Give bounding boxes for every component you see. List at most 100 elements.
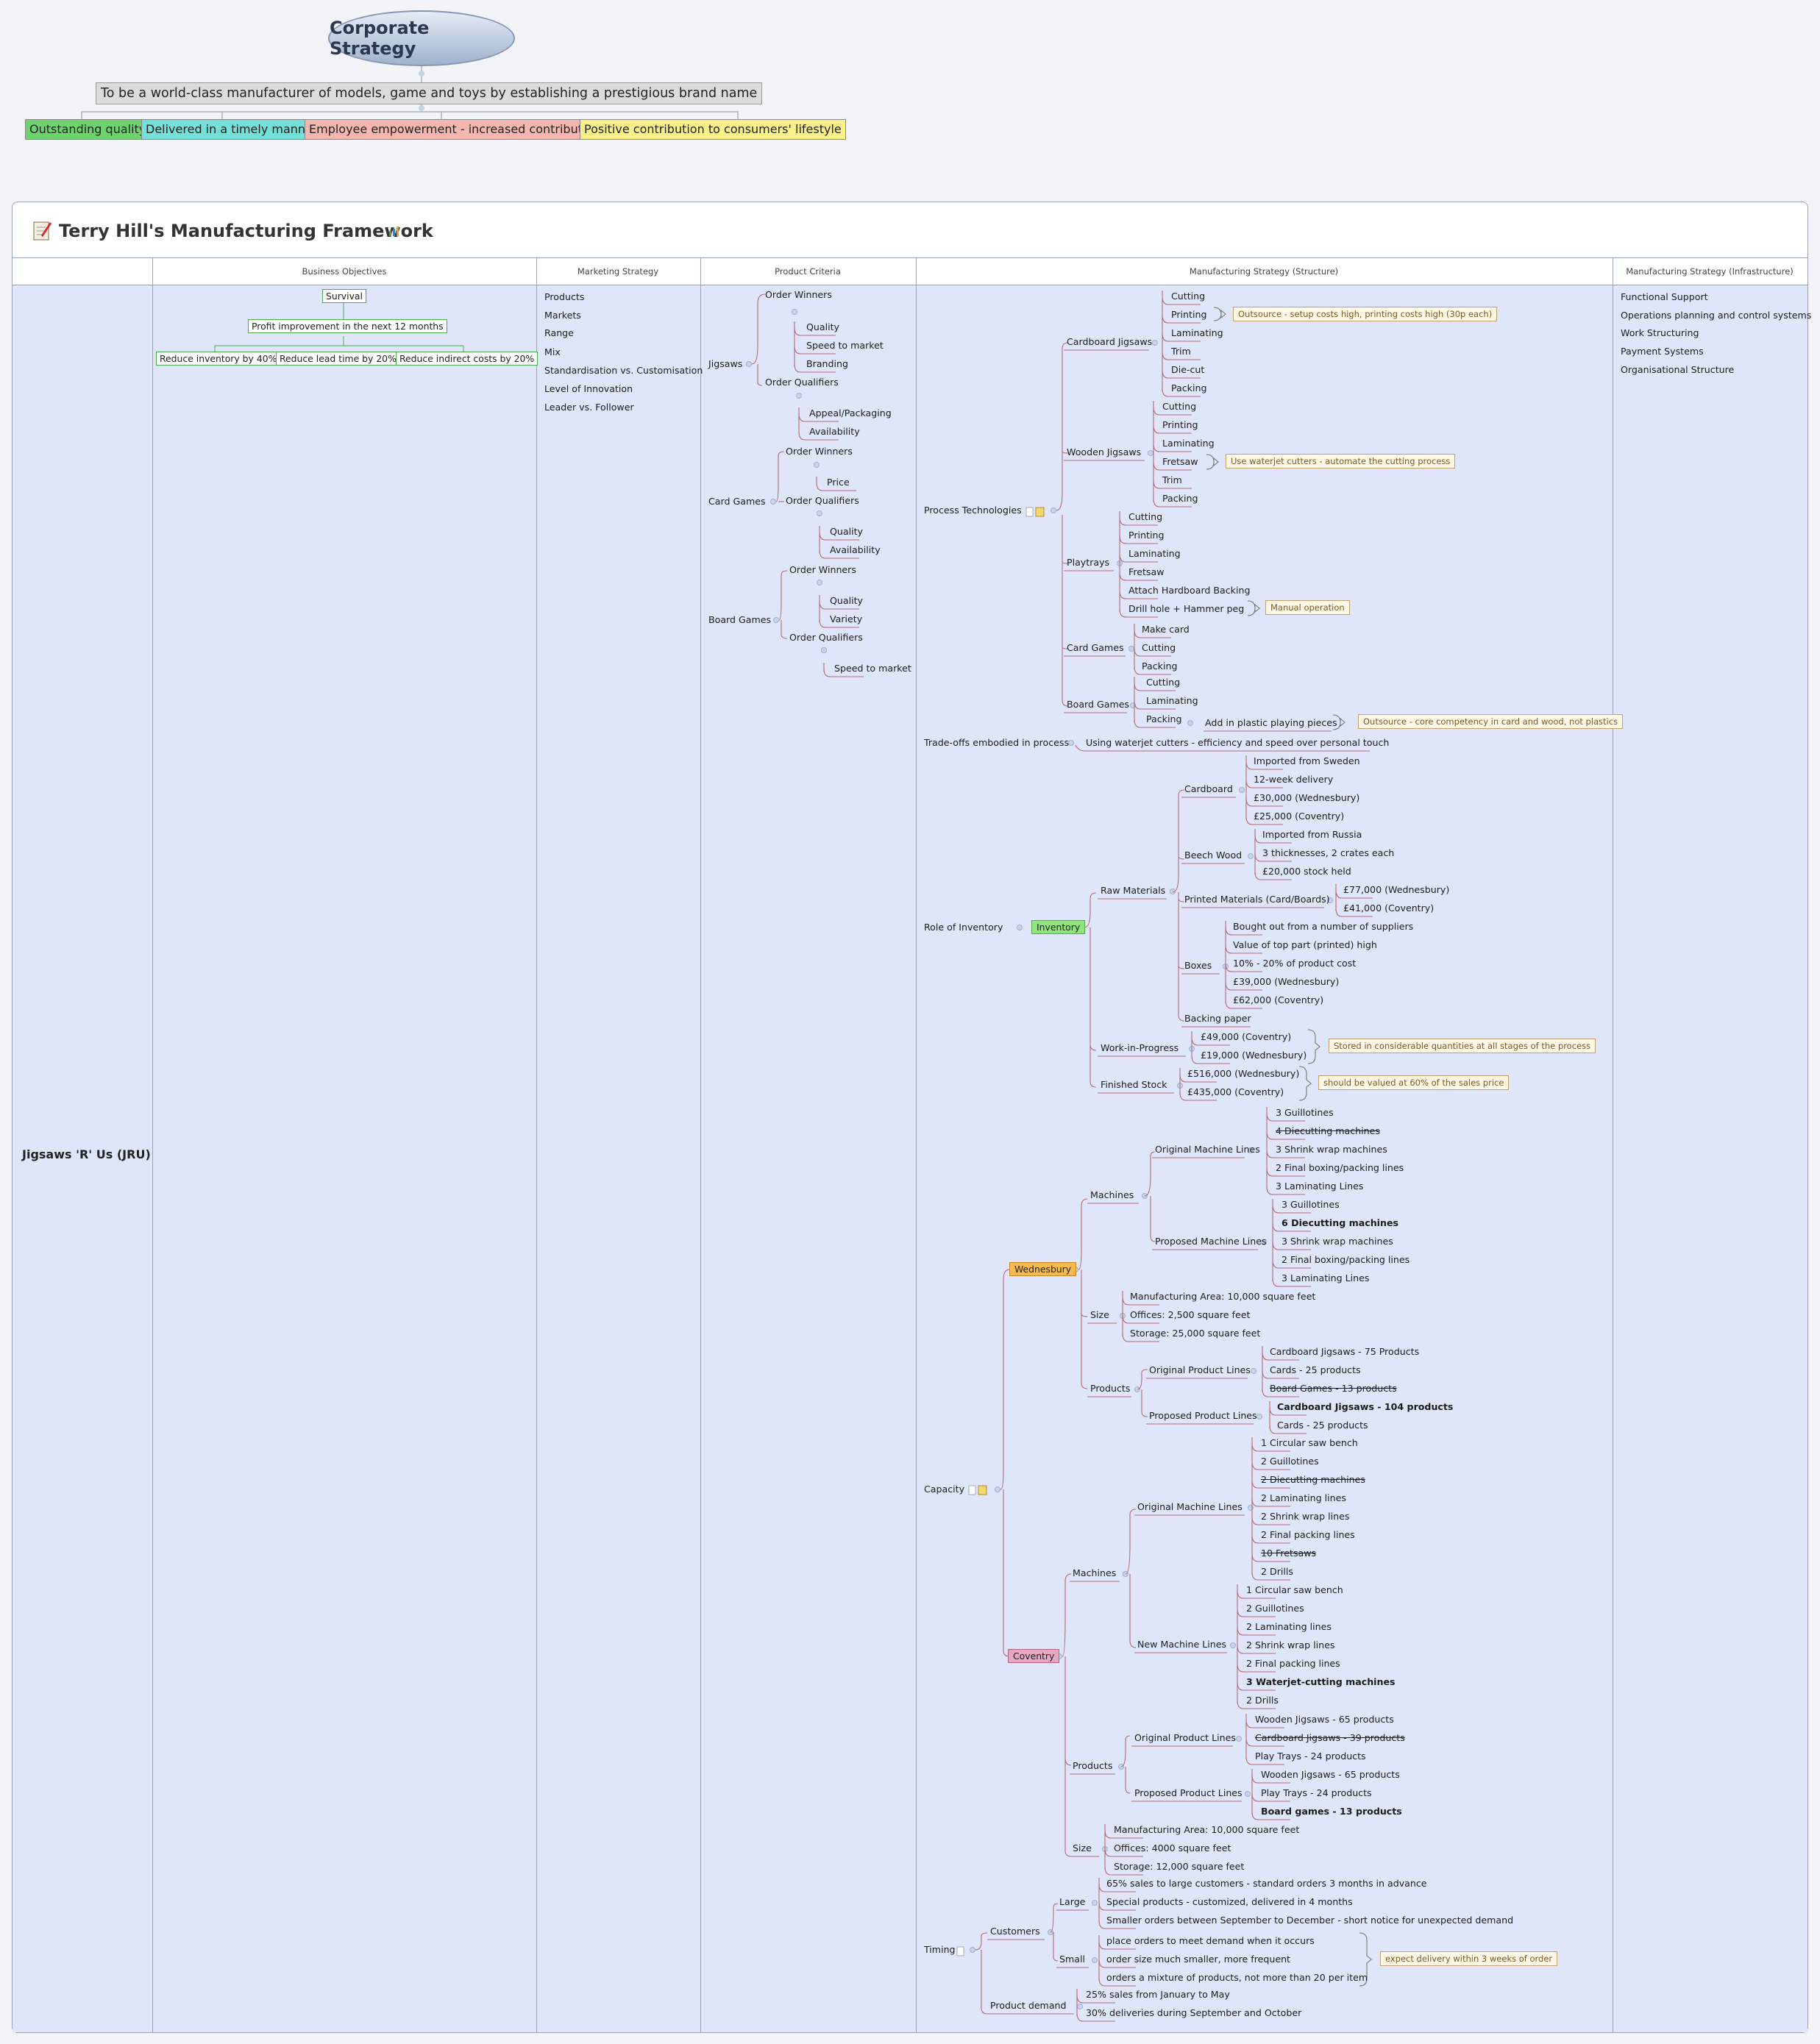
timing-node[interactable]: Timing (924, 1944, 956, 1955)
proposed-machine-lines-node[interactable]: Proposed Machine Lines (1155, 1236, 1267, 1247)
criteria-item[interactable]: Variety (830, 613, 863, 624)
outsource-note[interactable]: Outsource - setup costs high, printing c… (1233, 307, 1498, 321)
size-item[interactable]: Manufacturing Area: 10,000 square feet (1130, 1291, 1316, 1302)
inventory-item[interactable]: £516,000 (Wednesbury) (1187, 1068, 1300, 1079)
product-item[interactable]: Board Games - 13 products (1270, 1383, 1397, 1394)
process-technologies-node[interactable]: Process Technologies (924, 505, 1022, 516)
process-step[interactable]: Laminating (1128, 548, 1181, 559)
wip-note[interactable]: Stored in considerable quantities at all… (1329, 1039, 1596, 1053)
goal-lifestyle[interactable]: Positive contribution to consumers' life… (580, 119, 846, 140)
machine-item[interactable]: 2 Shrink wrap lines (1246, 1639, 1335, 1650)
boxes-node[interactable]: Boxes (1184, 960, 1212, 971)
printed-materials-node[interactable]: Printed Materials (Card/Boards) (1184, 894, 1330, 905)
process-step[interactable]: Packing (1142, 660, 1178, 672)
process-step[interactable]: Cutting (1162, 401, 1197, 412)
wednesbury-tag[interactable]: Wednesbury (1009, 1262, 1077, 1276)
order-qualifiers-node[interactable]: Order Qualifiers (786, 495, 859, 506)
product-item[interactable]: Play Trays - 24 products (1261, 1787, 1372, 1798)
proposed-product-lines-cov-node[interactable]: Proposed Product Lines (1134, 1787, 1243, 1798)
inventory-tag[interactable]: Inventory (1031, 920, 1086, 934)
inventory-item[interactable]: 10% - 20% of product cost (1233, 958, 1357, 969)
inventory-item[interactable]: £41,000 (Coventry) (1343, 902, 1435, 914)
inventory-item[interactable]: £62,000 (Coventry) (1233, 994, 1324, 1005)
process-step[interactable]: Die-cut (1171, 364, 1205, 375)
inventory-item[interactable]: £20,000 stock held (1262, 866, 1351, 877)
corporate-strategy-title[interactable]: Corporate Strategy (328, 10, 515, 66)
process-step[interactable]: Cutting (1146, 677, 1181, 688)
manual-operation-note[interactable]: Manual operation (1265, 600, 1350, 615)
machine-item[interactable]: 3 Shrink wrap machines (1282, 1236, 1393, 1247)
machine-item[interactable]: 2 Guillotines (1246, 1603, 1304, 1614)
inventory-item[interactable]: Imported from Russia (1262, 829, 1362, 840)
criteria-item[interactable]: Quality (806, 321, 840, 332)
products-node[interactable]: Products (1090, 1383, 1131, 1394)
role-of-inventory-node[interactable]: Role of Inventory (924, 922, 1003, 933)
plastic-pieces-node[interactable]: Add in plastic playing pieces (1205, 717, 1337, 728)
survival-node[interactable]: Survival (322, 289, 366, 303)
order-winners-node[interactable]: Order Winners (765, 289, 832, 300)
profit-node[interactable]: Profit improvement in the next 12 months (248, 319, 447, 333)
customer-item[interactable]: order size much smaller, more frequent (1106, 1954, 1290, 1965)
process-step[interactable]: Packing (1146, 713, 1182, 724)
criteria-item[interactable]: Speed to market (806, 340, 884, 351)
inventory-item[interactable]: £49,000 (Coventry) (1201, 1031, 1292, 1042)
cardboard-node[interactable]: Cardboard (1184, 783, 1233, 794)
product-item[interactable]: Wooden Jigsaws - 65 products (1255, 1714, 1394, 1725)
customer-item[interactable]: Smaller orders between September to Dece… (1106, 1915, 1514, 1926)
machine-item[interactable]: 2 Laminating lines (1246, 1621, 1332, 1632)
order-qualifiers-node[interactable]: Order Qualifiers (765, 377, 839, 388)
inventory-item[interactable]: Value of top part (printed) high (1233, 939, 1377, 950)
criteria-item[interactable]: Availability (830, 544, 881, 555)
machine-item[interactable]: 2 Final boxing/packing lines (1282, 1254, 1410, 1265)
card-games-node[interactable]: Card Games (708, 496, 766, 507)
size-item[interactable]: Offices: 4000 square feet (1114, 1842, 1231, 1854)
criteria-item[interactable]: Speed to market (834, 663, 911, 674)
process-step[interactable]: Trim (1171, 346, 1191, 357)
delivery-note[interactable]: expect delivery within 3 weeks of order (1380, 1951, 1558, 1966)
product-demand-node[interactable]: Product demand (990, 2000, 1067, 2011)
demand-item[interactable]: 25% sales from January to May (1086, 1989, 1230, 2000)
product-item[interactable]: Cards - 25 products (1277, 1420, 1368, 1431)
machine-item[interactable]: 6 Diecutting machines (1282, 1217, 1398, 1228)
process-step[interactable]: Laminating (1171, 327, 1223, 338)
board-games-node[interactable]: Board Games (708, 614, 772, 625)
demand-item[interactable]: 30% deliveries during September and Octo… (1086, 2007, 1302, 2018)
size-node[interactable]: Size (1090, 1309, 1109, 1320)
process-step[interactable]: Laminating (1146, 695, 1198, 706)
reduce-leadtime-node[interactable]: Reduce lead time by 20% (276, 352, 400, 366)
machines-node[interactable]: Machines (1090, 1189, 1134, 1200)
machine-item[interactable]: 2 Laminating lines (1261, 1492, 1346, 1503)
inventory-item[interactable]: 3 thicknesses, 2 crates each (1262, 847, 1395, 858)
product-item[interactable]: Wooden Jigsaws - 65 products (1261, 1769, 1400, 1780)
size-item[interactable]: Offices: 2,500 square feet (1130, 1309, 1251, 1320)
size-item[interactable]: Manufacturing Area: 10,000 square feet (1114, 1824, 1300, 1835)
wooden-jigsaws-node[interactable]: Wooden Jigsaws (1067, 446, 1142, 457)
machine-item[interactable]: 1 Circular saw bench (1246, 1584, 1343, 1595)
tradeoffs-node[interactable]: Trade-offs embodied in process (924, 737, 1070, 748)
card-games-proc-node[interactable]: Card Games (1067, 642, 1124, 653)
machine-item[interactable]: 3 Shrink wrap machines (1276, 1144, 1387, 1155)
process-step[interactable]: Printing (1171, 309, 1207, 320)
inventory-item[interactable]: £77,000 (Wednesbury) (1343, 884, 1450, 895)
inventory-item[interactable]: £39,000 (Wednesbury) (1233, 976, 1340, 987)
customer-item[interactable]: 65% sales to large customers - standard … (1106, 1878, 1427, 1889)
machine-item[interactable]: 2 Guillotines (1261, 1456, 1319, 1467)
playtrays-node[interactable]: Playtrays (1067, 557, 1110, 568)
finished-stock-note[interactable]: should be valued at 60% of the sales pri… (1318, 1075, 1510, 1090)
machine-item[interactable]: 2 Final packing lines (1261, 1529, 1355, 1540)
products-cov-node[interactable]: Products (1073, 1760, 1113, 1771)
product-item[interactable]: Cardboard Jigsaws - 39 products (1255, 1732, 1405, 1743)
raw-materials-node[interactable]: Raw Materials (1101, 885, 1166, 896)
inventory-item[interactable]: Imported from Sweden (1254, 755, 1360, 766)
proposed-product-lines-node[interactable]: Proposed Product Lines (1149, 1410, 1257, 1421)
criteria-item[interactable]: Appeal/Packaging (809, 407, 892, 419)
beech-wood-node[interactable]: Beech Wood (1184, 850, 1243, 861)
waterjet-note[interactable]: Use waterjet cutters - automate the cutt… (1226, 454, 1456, 469)
order-winners-node[interactable]: Order Winners (789, 564, 856, 575)
criteria-item[interactable]: Quality (830, 595, 864, 606)
original-machine-lines-node[interactable]: Original Machine Lines (1155, 1144, 1260, 1155)
order-qualifiers-node[interactable]: Order Qualifiers (789, 632, 863, 643)
order-winners-node[interactable]: Order Winners (786, 446, 853, 457)
criteria-item[interactable]: Quality (830, 526, 864, 537)
tradeoff-item[interactable]: Using waterjet cutters - efficiency and … (1086, 737, 1390, 748)
